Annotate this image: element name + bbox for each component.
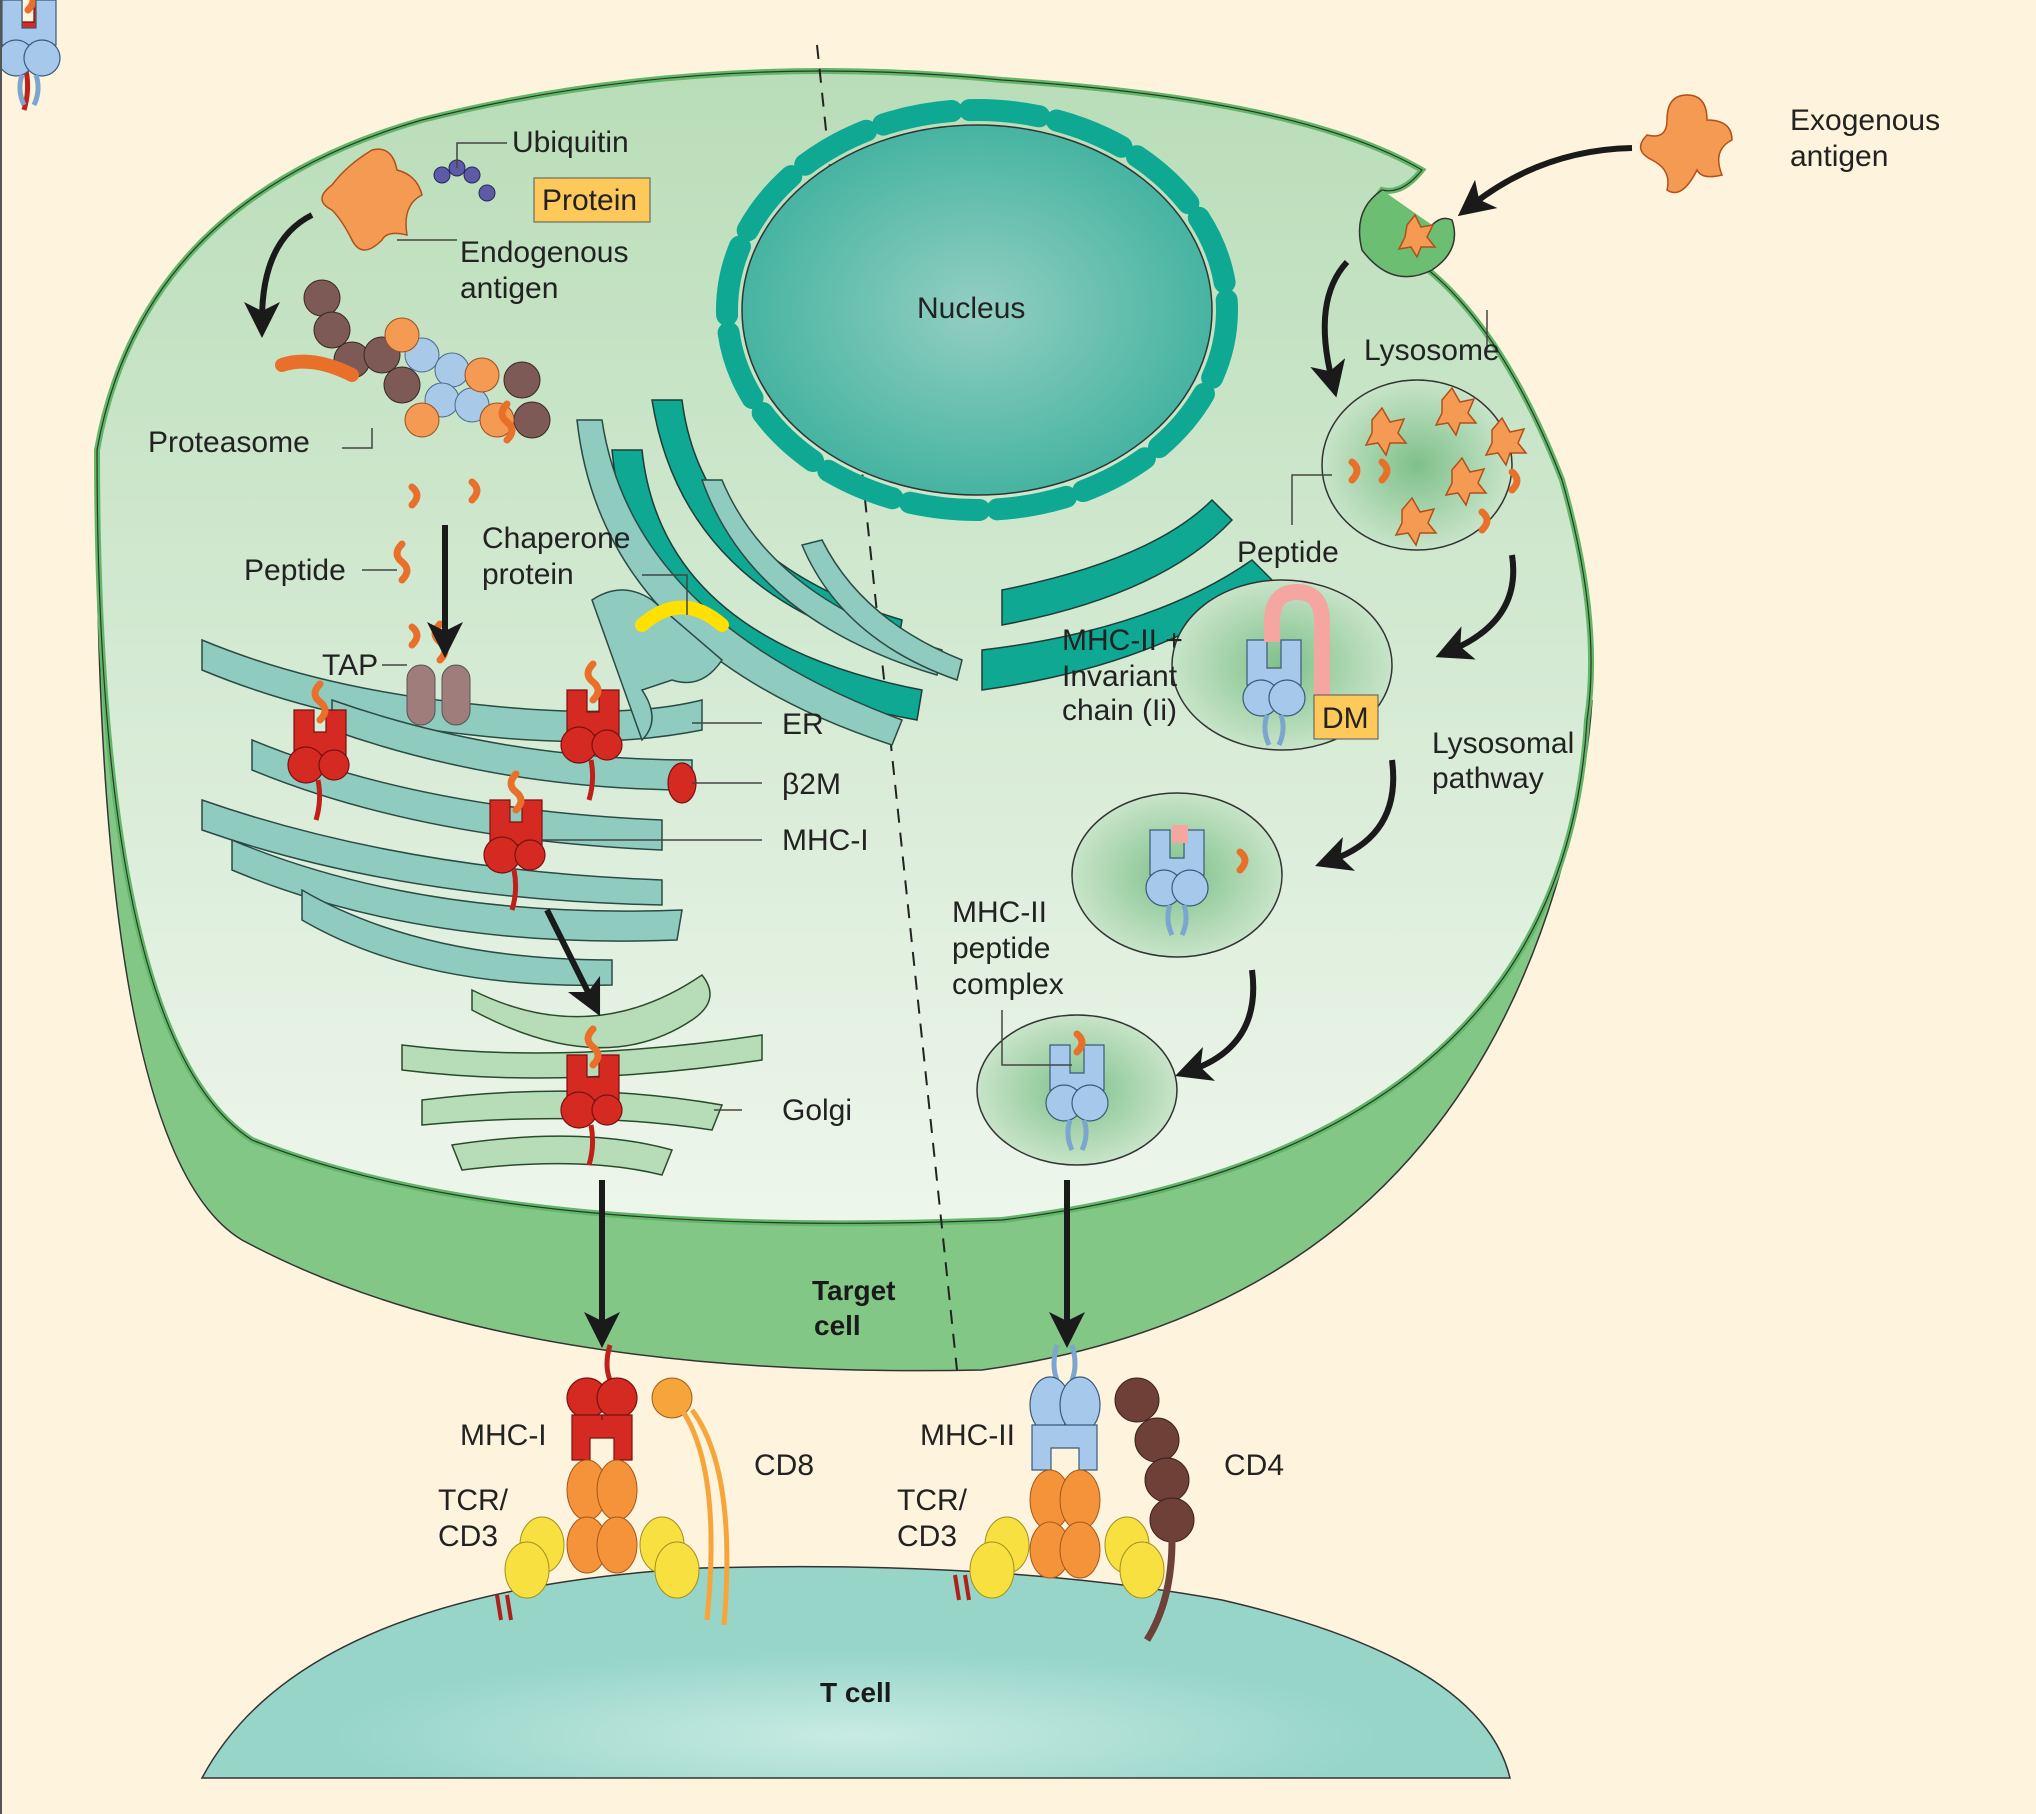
cd8-label: CD8	[754, 1449, 814, 1482]
golgi-label: Golgi	[782, 1094, 852, 1127]
mhc-ii-molecule	[2, 0, 61, 107]
antigen-icon	[1397, 213, 1437, 259]
tap-transporter	[406, 620, 471, 726]
mhc-ii-surface-label: MHC-II	[920, 1419, 1015, 1452]
tcr-left-label-2: CD3	[438, 1520, 498, 1553]
nucleus-label: Nucleus	[917, 292, 1025, 325]
exogenous-label-1: Exogenous	[1790, 104, 1940, 137]
lysosome-label: Lysosome	[1364, 334, 1500, 367]
dm-label: DM	[1322, 702, 1369, 735]
protein-label: Protein	[542, 184, 637, 217]
proteasome-label: Proteasome	[148, 426, 310, 459]
nucleus	[576, 99, 1274, 746]
mhc-ii-tcr-complex	[953, 1344, 1195, 1642]
tcr-left-label-1: TCR/	[438, 1484, 509, 1517]
chaperone-label-2: protein	[482, 558, 574, 591]
proteasome	[275, 279, 551, 439]
target-cell-label-1: Target	[812, 1275, 896, 1306]
er-label: ER	[782, 708, 824, 741]
mhc-ii-complex-label-2: peptide	[952, 932, 1050, 965]
mhc-ii-ii-label-1: MHC-II +	[1062, 624, 1183, 657]
mhc-i-tcr-complex	[495, 1344, 730, 1626]
mhc-ii-complex-label-3: complex	[952, 968, 1064, 1001]
mhc-ii-ii-label-2: Invariant	[1062, 660, 1178, 693]
exogenous-antigen-icon	[1639, 94, 1733, 194]
t-cell-label: T cell	[820, 1677, 892, 1708]
beta2m-icon	[667, 762, 697, 804]
leader-lines	[342, 142, 1488, 1111]
mhc-i-surface-label: MHC-I	[460, 1419, 547, 1452]
peptide-right-label: Peptide	[1237, 536, 1339, 569]
peptide-left-label: Peptide	[244, 554, 346, 587]
endocytic-vesicle	[1358, 189, 1456, 278]
chaperone-protein-icon	[635, 600, 729, 632]
labels: Ubiquitin Protein Endogenous antigen Pro…	[148, 104, 1940, 1708]
tap-label: TAP	[322, 649, 378, 682]
exogenous-label-2: antigen	[1790, 140, 1888, 173]
mhc-i-er-label: MHC-I	[782, 824, 869, 857]
ubiquitin-label: Ubiquitin	[512, 126, 629, 159]
endogenous-label-1: Endogenous	[460, 236, 629, 269]
endogenous-antigen-icon	[321, 148, 423, 251]
tcr-right-label-2: CD3	[897, 1520, 957, 1553]
lysosomal-pathway-label-2: pathway	[1432, 762, 1544, 795]
t-cell	[200, 1565, 1511, 1779]
target-cell-label-2: cell	[814, 1310, 861, 1341]
protein-legend-box	[533, 177, 651, 223]
chaperone-label-1: Chaperone	[482, 522, 630, 555]
b2m-label: β2M	[782, 768, 841, 801]
endogenous-label-2: antigen	[460, 272, 558, 305]
tcr-right-label-1: TCR/	[897, 1484, 968, 1517]
mhc-ii-complex-label-1: MHC-II	[952, 896, 1047, 929]
lysosome	[1321, 379, 1528, 551]
mhc-ii-ii-label-3: chain (Ii)	[1062, 694, 1177, 727]
pathway-arrows	[244, 145, 1633, 1348]
cd4-label: CD4	[1224, 1449, 1284, 1482]
lysosomal-pathway-label-1: Lysosomal	[1432, 727, 1574, 760]
dm-box	[1313, 694, 1379, 740]
